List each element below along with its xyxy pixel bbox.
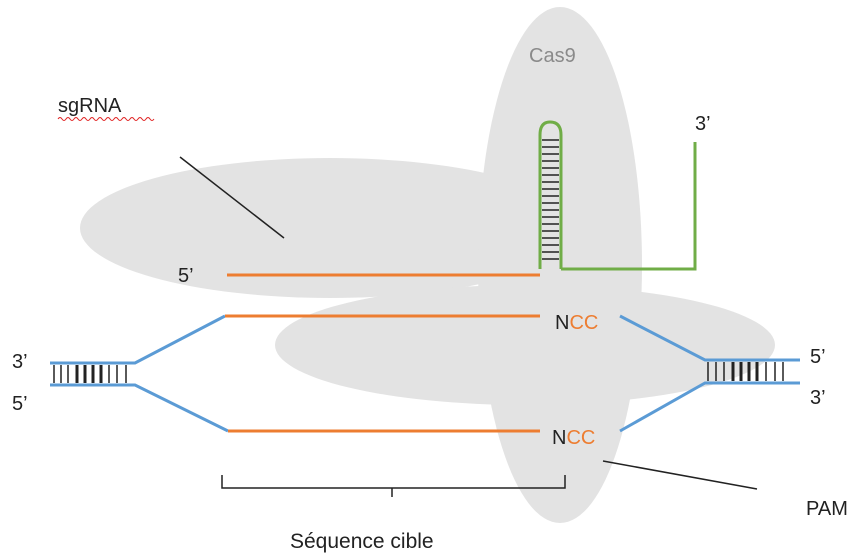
pam-pointer-line [602, 460, 758, 490]
scaffold-3prime-tail [561, 142, 697, 271]
pam-top-n: N [555, 312, 569, 334]
dna-bottom-left-arm [50, 383, 229, 433]
dna-bottom-right-arm [619, 381, 800, 433]
target-sequence-label: Séquence cible [290, 530, 434, 553]
left-bottom-end-label: 5’ [12, 393, 28, 415]
dna-left-duplex-pairs [53, 365, 127, 383]
cas9-lobe-left [80, 158, 580, 298]
cas9-label: Cas9 [529, 45, 576, 67]
sgrna-5prime-label: 5’ [178, 265, 194, 287]
pam-bottom-sequence: NCC [552, 427, 595, 449]
pam-bottom-n: N [552, 427, 566, 449]
scaffold-hairpin [538, 120, 563, 269]
sgrna-scaffold [538, 120, 697, 271]
dna-right-duplex-pairs [707, 362, 784, 381]
target-sequence-brace [221, 475, 566, 497]
dna-top-right-arm [619, 314, 800, 362]
pam-bottom-cc: CC [566, 427, 595, 449]
left-top-end-label: 3’ [12, 351, 28, 373]
sgrna-3prime-label: 3’ [695, 113, 711, 135]
spellcheck-underline [57, 117, 155, 121]
pam-top-cc: CC [569, 312, 598, 334]
hairpin-base-pairs [542, 139, 559, 260]
sgrna-label: sgRNA [58, 95, 122, 117]
pam-label: PAM [806, 498, 848, 520]
pam-top-sequence: NCC [555, 312, 598, 334]
right-bottom-end-label: 3’ [810, 387, 826, 409]
right-top-end-label: 5’ [810, 346, 826, 368]
dna-bottom-strand [50, 381, 800, 433]
dna-top-left-arm [50, 314, 226, 365]
sgrna-pointer-line [179, 156, 285, 239]
dna-top-strand [50, 314, 800, 365]
